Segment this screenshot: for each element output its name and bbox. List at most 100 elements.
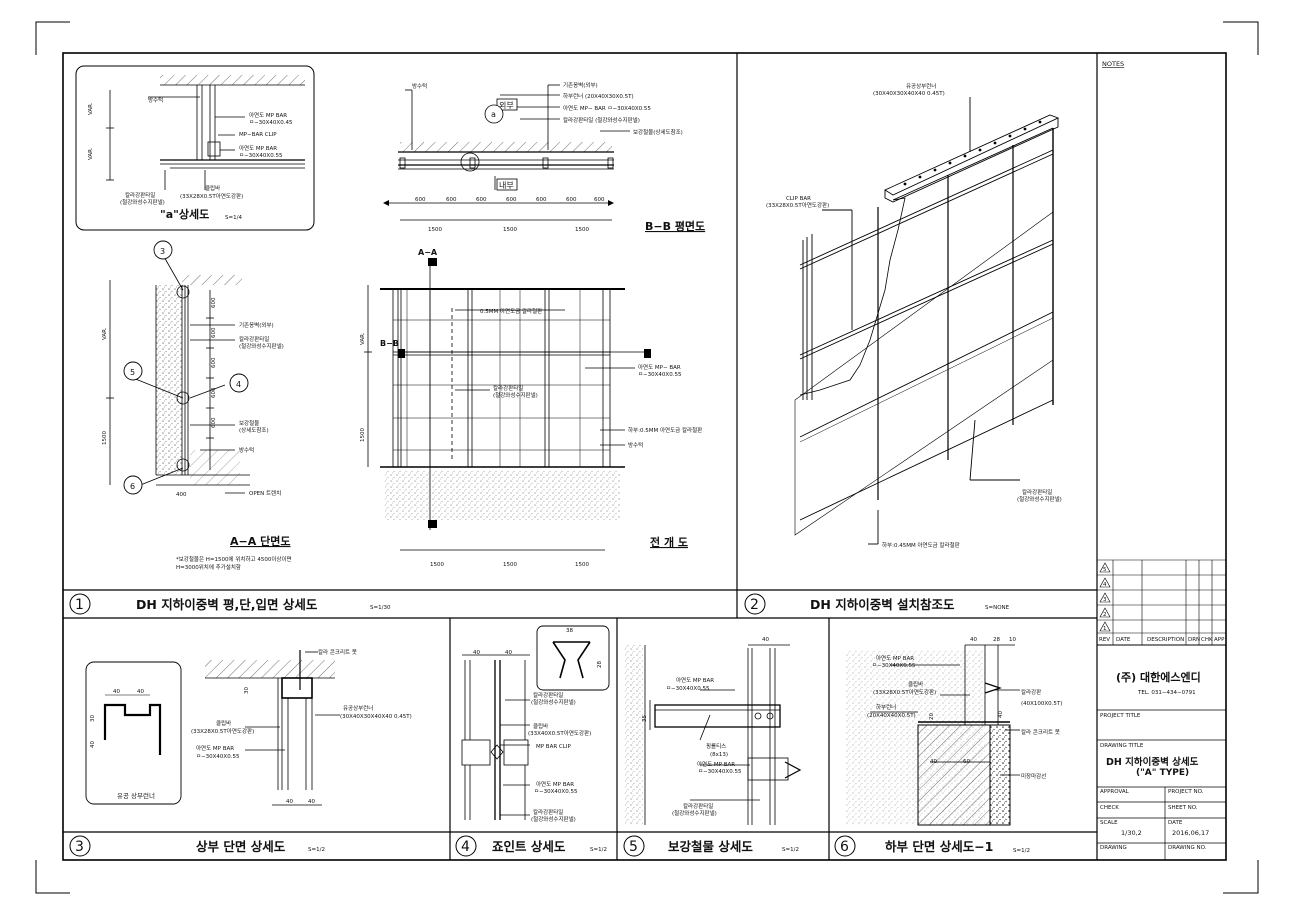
cut-marker [428, 258, 437, 266]
marker-3: 3 [160, 247, 165, 256]
drawing-title-line-1: DH 지하이중벽 상세도 [1106, 756, 1199, 768]
notes-header: NOTES [1102, 60, 1124, 68]
section-aa-note: *보강철물은 H=1500에 위치하고 4500이상이면 [176, 555, 292, 563]
iso-label: (33X28X0.5T아연도강판) [766, 201, 829, 209]
detail-a-label: 아연도 MP BAR [239, 144, 277, 152]
panel-2: 유공상부런너 (30X40X30X40X40 0.45T) CLIP BAR (… [744, 82, 1062, 615]
elevation-title: 전 개 도 [650, 535, 688, 549]
top-section-label: 유공상부런너 [343, 704, 373, 712]
bracket-label: (8x13) [710, 752, 728, 758]
dim-text: 600 [211, 327, 217, 338]
bottom-section-drawing [845, 644, 1020, 826]
bottom-section-label: (33X28X0.5T아연도강판) [873, 688, 936, 696]
panel-6-number-circle [834, 835, 856, 857]
joint-label: 클립바 [533, 722, 548, 730]
panel-5: 40 35 아연도 MP BAR ㅁ−30X40X0.55 핑롤티스 (8x13… [623, 637, 802, 857]
section-aa-drawing [106, 254, 250, 494]
detail-a-dim-1: VAR. [88, 102, 94, 115]
bracket-label: ㅁ−30X40X0.55 [666, 686, 710, 692]
dim-text: 35 [642, 715, 648, 722]
bottom-section-label: 클립바 [908, 680, 923, 688]
dim-text: 40 [505, 650, 512, 656]
section-aa-label: 방수턱 [239, 446, 254, 454]
bracket-label: 핑롤티스 [706, 742, 726, 750]
elevation-label: 0.5MM 아연도금 칼라철판 [480, 307, 542, 315]
joint-label: ㅁ−30X40X0.55 [534, 789, 578, 795]
dim-text: 1500 [503, 227, 517, 233]
drawing-no-label: DRAWING NO. [1168, 845, 1207, 851]
detail-a-frame [75, 65, 315, 231]
elevation-label: (철강와성수지판넬) [493, 391, 538, 399]
panel-4-number: 4 [461, 839, 470, 855]
elevation-label: 방수턱 [628, 441, 643, 449]
callout-a-circle [484, 104, 504, 124]
plan-bb-label: 방수턱 [412, 82, 427, 90]
dim-text: 20 [929, 713, 935, 720]
panel-4: 38 28 40 40 칼라강판타일 (철강와성수지판넬) 클립바 (33X40… [455, 625, 610, 857]
rev-triangle-icon [1099, 621, 1111, 632]
panel-3: 40 40 30 40 유공 상부런너 칼라 콘크리트 못 유공상부런너 (30… [69, 648, 412, 857]
joint-label: 칼라강판타일 [533, 808, 563, 816]
dim-text: 40 [113, 689, 120, 695]
elevation-label: 하부:0.5MM 아연도금 칼라철판 [628, 426, 702, 434]
sheet-no-label: SHEET NO. [1168, 805, 1198, 811]
dim-text: 600 [211, 357, 217, 368]
callout-a: a [491, 110, 496, 119]
dim-text: 40 [308, 799, 315, 805]
joint-label: (철강와성수지판넬) [531, 815, 576, 823]
joint-label: 칼라강판타일 [533, 691, 563, 699]
dim-text: 30 [244, 687, 250, 694]
rev-num: 2 [1103, 612, 1107, 618]
dim-text: 1500 [503, 562, 517, 568]
top-section-label: 클립바 [216, 719, 231, 727]
runner-inset-label: 유공 상부런너 [117, 791, 155, 800]
panel-6-scale: S=1/2 [1013, 848, 1030, 854]
crop-marks [35, 21, 1259, 894]
detail-a-label: 방수턱 [148, 96, 163, 104]
cut-aa-label: A−A [418, 248, 438, 257]
panel-5-number-circle [623, 835, 645, 857]
iso-drawing [794, 97, 1060, 545]
dim-text: 600 [211, 417, 217, 428]
cut-marker [428, 520, 437, 528]
detail-a-title: "a"상세도 [160, 207, 209, 221]
dim-text: 600 [536, 197, 547, 203]
bracket-label: 칼라강판타일 [683, 802, 713, 810]
dim-text: 1500 [102, 431, 108, 445]
section-aa-dims: 600 600 600 600 600 VAR. 1500 400 [102, 297, 217, 498]
scale-label: SCALE [1100, 820, 1118, 826]
iso-label: CLIP BAR [786, 196, 811, 202]
bottom-section-label: 아연도 MP BAR [876, 654, 914, 662]
detail-a-label: (철강와성수지판넬) [120, 198, 165, 206]
detail-a-label: 아연도 MP BAR [249, 111, 287, 119]
dim-text: 600 [446, 197, 457, 203]
plan-bb-dims-top: 600 600 600 600 600 600 600 [415, 197, 605, 203]
dim-text: 40 [90, 741, 96, 748]
bottom-section-label: 칼라 콘크리트 못 [1021, 728, 1060, 736]
plan-bb-drawing [385, 84, 630, 221]
panel-6: 40 28 10 40 40 60 20 아연도 MP BAR ㅁ−30X40X… [834, 637, 1062, 857]
scale-value: 1/30,2 [1121, 829, 1142, 837]
title-block [1097, 709, 1226, 860]
detail-a-label: ㅁ−30X40X0.45 [249, 120, 293, 126]
rev-header: REV [1099, 637, 1110, 643]
bottom-section-label: (40X100X0.5T) [1021, 701, 1062, 707]
panel-6-title: 하부 단면 상세도−1 [885, 839, 993, 854]
plan-bb-label: 칼라강판타일 (철강와성수지판넬) [563, 116, 640, 124]
top-section-drawing [205, 650, 340, 806]
iso-label: 칼라강판타일 [1022, 488, 1052, 496]
top-section-label: (33X28X0.5T아연도강판) [191, 727, 254, 735]
joint-label: (33X40X0.5T아연도강판) [528, 729, 591, 737]
dim-text: 1500 [575, 227, 589, 233]
rev-num: 4 [1103, 582, 1107, 588]
revision-rows: 5 4 3 2 1 [1099, 562, 1111, 632]
rev-header: APP [1214, 637, 1225, 643]
sheet-frame [62, 52, 1227, 861]
cut-marker [398, 349, 405, 358]
rev-triangle-icon [1099, 577, 1111, 588]
panel-2-title: DH 지하이중벽 설치참조도 [810, 597, 955, 612]
top-section-label: ㅁ−30X40X0.55 [196, 754, 240, 760]
marker-6: 6 [130, 482, 135, 491]
dim-text: 600 [211, 387, 217, 398]
